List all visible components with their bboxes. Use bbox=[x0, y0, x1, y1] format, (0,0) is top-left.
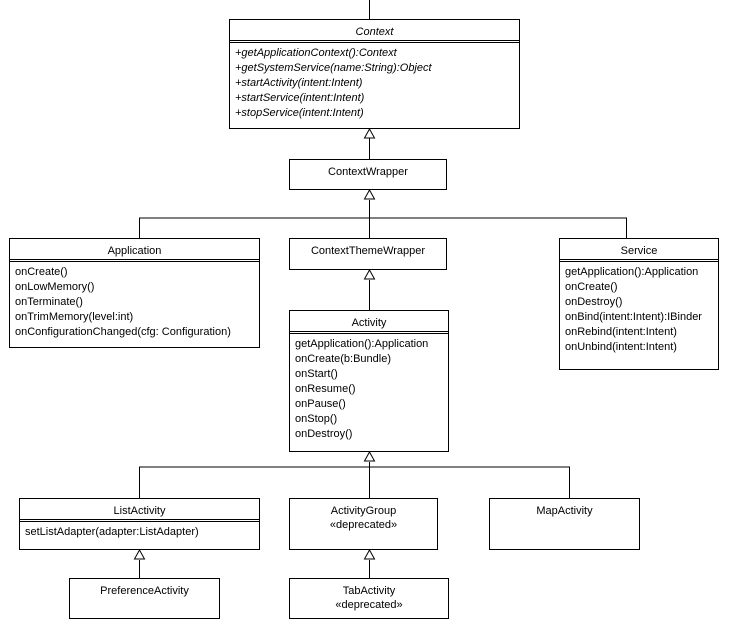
generalization-arrow-contextthemewrapper bbox=[363, 268, 376, 280]
method: onConfigurationChanged(cfg: Configuratio… bbox=[15, 326, 231, 338]
class-contextwrapper: ContextWrapper bbox=[289, 159, 447, 190]
method: setListAdapter(adapter:ListAdapter) bbox=[25, 526, 199, 538]
method: onPause() bbox=[295, 398, 346, 410]
method: onRebind(intent:Intent) bbox=[565, 326, 677, 338]
method: onCreate(b:Bundle) bbox=[295, 353, 392, 365]
method: onLowMemory() bbox=[15, 281, 95, 293]
class-header: ActivityGroup «deprecated» bbox=[290, 499, 437, 532]
class-members: getApplication():Application onCreate() … bbox=[560, 262, 718, 355]
method: onDestroy() bbox=[295, 428, 353, 440]
class-header: TabActivity «deprecated» bbox=[290, 579, 448, 612]
edge-bus-activity bbox=[139, 466, 570, 498]
class-members: +getApplicationContext():Context +getSys… bbox=[230, 43, 519, 121]
method: +startService(intent:Intent) bbox=[235, 92, 365, 104]
method: +getApplicationContext():Context bbox=[235, 47, 397, 59]
class-activity: Activity getApplication():Application on… bbox=[289, 310, 449, 452]
class-tabactivity: TabActivity «deprecated» bbox=[289, 578, 449, 619]
class-service: Service getApplication():Application onC… bbox=[559, 238, 719, 370]
method: +stopService(intent:Intent) bbox=[235, 107, 364, 119]
class-name: ActivityGroup bbox=[330, 505, 397, 517]
generalization-arrow-activitygroup bbox=[363, 548, 376, 560]
class-name: ContextThemeWrapper bbox=[310, 245, 426, 257]
class-context: Context +getApplicationContext():Context… bbox=[229, 19, 520, 129]
class-name: Application bbox=[10, 239, 259, 262]
stereotype-label: «deprecated» bbox=[329, 519, 398, 531]
class-application: Application onCreate() onLowMemory() onT… bbox=[9, 238, 260, 348]
edge-bus-contextwrapper bbox=[139, 217, 627, 238]
generalization-arrow-contextwrapper bbox=[363, 188, 376, 200]
stereotype-label: «deprecated» bbox=[335, 599, 403, 611]
class-name: TabActivity bbox=[342, 585, 396, 597]
class-name: PreferenceActivity bbox=[100, 585, 189, 597]
generalization-arrow-listactivity bbox=[133, 548, 146, 560]
class-name: ListActivity bbox=[20, 499, 259, 522]
class-name: Context bbox=[230, 20, 519, 43]
method: onDestroy() bbox=[565, 296, 623, 308]
method: onTrimMemory(level:int) bbox=[15, 311, 134, 323]
class-name: Activity bbox=[290, 311, 448, 334]
class-members: getApplication():Application onCreate(b:… bbox=[290, 334, 448, 442]
method: onBind(intent:Intent):IBinder bbox=[565, 311, 702, 323]
class-mapactivity: MapActivity bbox=[489, 498, 640, 550]
method: +getSystemService(name:String):Object bbox=[235, 62, 432, 74]
class-listactivity: ListActivity setListAdapter(adapter:List… bbox=[19, 498, 260, 550]
method: getApplication():Application bbox=[295, 338, 429, 350]
class-activitygroup: ActivityGroup «deprecated» bbox=[289, 498, 438, 550]
method: onUnbind(intent:Intent) bbox=[565, 341, 677, 353]
method: getApplication():Application bbox=[565, 266, 699, 278]
class-name: ContextWrapper bbox=[328, 166, 408, 178]
method: onStop() bbox=[295, 413, 338, 425]
generalization-arrow-activity bbox=[363, 450, 376, 462]
method: onResume() bbox=[295, 383, 356, 395]
method: +startActivity(intent:Intent) bbox=[235, 77, 363, 89]
class-name: MapActivity bbox=[536, 505, 593, 517]
class-contextthemewrapper: ContextThemeWrapper bbox=[289, 238, 447, 270]
method: onCreate() bbox=[565, 281, 618, 293]
class-members: setListAdapter(adapter:ListAdapter) bbox=[20, 522, 259, 540]
method: onTerminate() bbox=[15, 296, 83, 308]
class-name: Service bbox=[560, 239, 718, 262]
generalization-arrow-context bbox=[363, 127, 376, 139]
class-members: onCreate() onLowMemory() onTerminate() o… bbox=[10, 262, 259, 340]
method: onStart() bbox=[295, 368, 338, 380]
method: onCreate() bbox=[15, 266, 68, 278]
class-preferenceactivity: PreferenceActivity bbox=[69, 578, 220, 619]
